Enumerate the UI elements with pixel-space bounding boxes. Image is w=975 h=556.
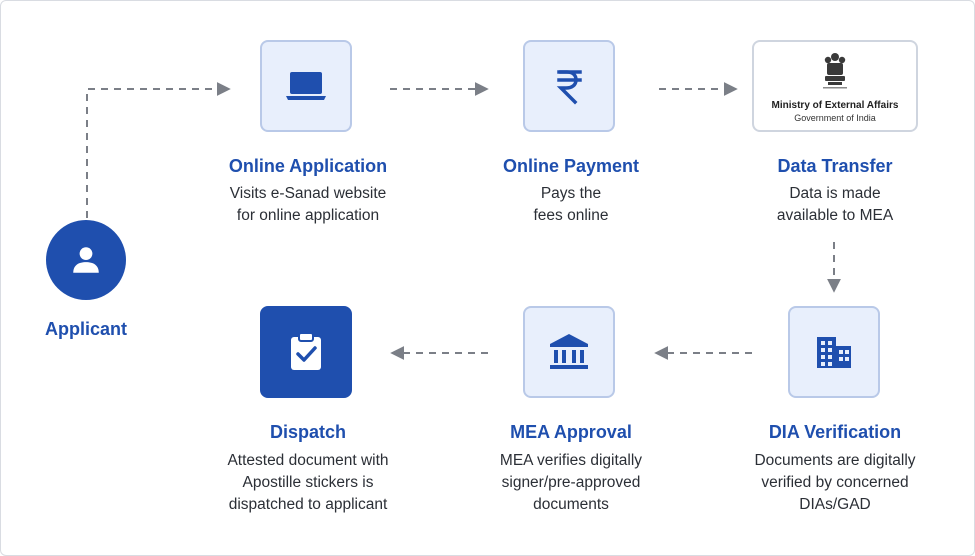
building-icon [817, 337, 851, 368]
online-application-tile [260, 40, 352, 132]
applicant-avatar [46, 220, 126, 300]
mea-approval-desc: MEA verifies digitally signer/pre-approv… [499, 452, 643, 513]
data-transfer-desc: Data is made available to MEA [776, 185, 894, 224]
online-payment-desc: Pays the fees online [533, 185, 609, 224]
mea-logo-title: Ministry of External Affairs [771, 99, 899, 111]
online-payment-tile [523, 40, 615, 132]
online-payment-title: Online Payment [502, 156, 640, 176]
dia-verification-tile [788, 306, 880, 398]
online-application-desc: Visits e-Sanad website for online applic… [229, 185, 387, 224]
mea-logo-tile: Ministry of External Affairs Government … [752, 40, 918, 132]
data-transfer-title: Data Transfer [777, 156, 893, 176]
dispatch-title: Dispatch [269, 422, 347, 442]
dispatch-desc: Attested document with Apostille sticker… [227, 452, 389, 513]
mea-approval-tile [523, 306, 615, 398]
mea-emblem-icon [823, 52, 847, 88]
mea-logo-subtitle: Government of India [794, 112, 876, 123]
person-icon [73, 247, 99, 273]
mea-approval-title: MEA Approval [510, 422, 632, 442]
laptop-icon [286, 72, 326, 100]
applicant-label: Applicant [44, 319, 127, 339]
clipboard-check-icon [291, 332, 321, 370]
rupee-icon [556, 70, 582, 105]
dia-verification-desc: Documents are digitally verified by conc… [754, 452, 916, 513]
bank-icon [550, 334, 588, 369]
online-application-title: Online Application [228, 156, 388, 176]
arrow-applicant-to-application [86, 82, 231, 218]
dispatch-tile [260, 306, 352, 398]
dia-verification-title: DIA Verification [768, 422, 902, 442]
